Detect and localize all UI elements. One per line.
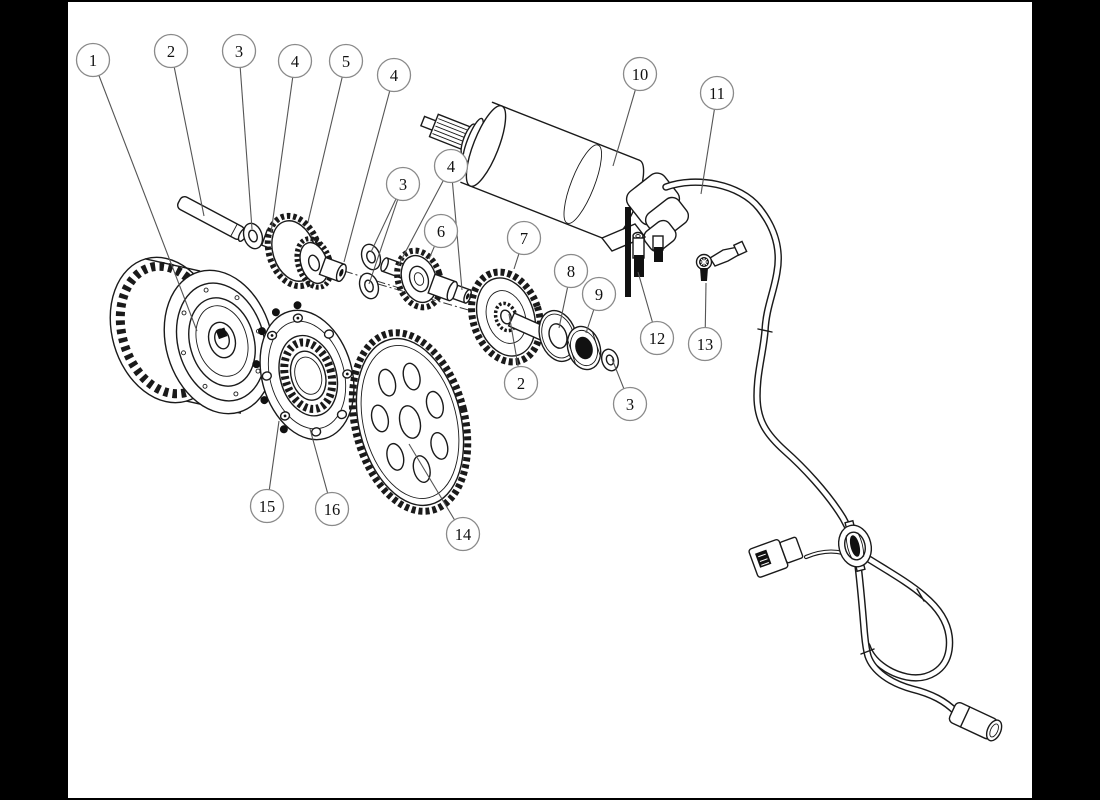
callout-balloon-3: 3 (385, 166, 421, 202)
callout-number: 9 (595, 285, 603, 304)
callout-number: 16 (324, 500, 341, 519)
callout-number: 4 (291, 52, 299, 71)
callout-balloon-1: 1 (75, 42, 111, 78)
flange-bolts (261, 313, 353, 437)
idler-collar (452, 284, 472, 304)
leader-line-2 (170, 50, 205, 217)
clutch-studs (252, 301, 302, 434)
callout-balloon-16: 16 (314, 491, 350, 527)
callout-number: 10 (632, 65, 649, 84)
callout-balloon-9: 9 (581, 276, 617, 312)
callout-number: 3 (626, 395, 634, 414)
leader-line-5 (307, 60, 347, 223)
idler-gear-assembly (380, 247, 472, 311)
leader-line-4 (397, 165, 452, 267)
motor-terminal-posts (632, 235, 664, 277)
callout-number: 7 (520, 229, 528, 248)
flywheel-rotor (109, 256, 275, 415)
starter-motor (419, 101, 645, 242)
callout-number: 11 (709, 84, 725, 103)
starter-driven-gear (348, 329, 472, 515)
leader-line-4 (343, 74, 395, 263)
callout-number: 14 (455, 525, 472, 544)
callout-balloon-8: 8 (553, 253, 589, 289)
callout-balloon-4: 4 (433, 148, 469, 184)
callout-balloon-10: 10 (622, 56, 658, 92)
cable-end-boot (948, 701, 1003, 742)
dowel-pin (176, 195, 248, 242)
cable-grommet (837, 519, 873, 573)
leader-line-1 (92, 59, 198, 332)
leader-line-14 (408, 443, 464, 535)
callout-balloon-2: 2 (153, 33, 189, 69)
callout-balloon-7: 7 (506, 220, 542, 256)
one-way-clutch (278, 334, 339, 417)
callout-balloon-12: 12 (639, 320, 675, 356)
leader-line-3 (238, 50, 253, 230)
flange-nut (566, 325, 602, 371)
gear-hub-collar (318, 256, 347, 283)
callout-number: 3 (235, 42, 243, 61)
callout-number: 1 (89, 51, 97, 70)
lock-washer (600, 348, 620, 372)
callout-number: 12 (649, 329, 666, 348)
callout-balloon-6: 6 (423, 213, 459, 249)
callout-number: 2 (517, 374, 525, 393)
leader-line-4 (270, 60, 296, 234)
washer-upper (360, 243, 382, 271)
thrust-washer (242, 222, 264, 250)
double-reduction-gear (264, 212, 347, 290)
reduction-gear (468, 268, 551, 366)
callout-number: 6 (437, 222, 445, 241)
callout-balloon-11: 11 (699, 75, 735, 111)
brush-rod (625, 207, 631, 297)
callout-balloon-14: 14 (445, 516, 481, 552)
callout-balloon-15: 15 (249, 488, 285, 524)
callout-balloon-4: 4 (277, 43, 313, 79)
cable-connector (748, 536, 804, 578)
callout-number: 4 (447, 157, 455, 176)
cable-sleeve-junctions (757, 328, 925, 655)
callout-number: 2 (167, 42, 175, 61)
callout-number: 8 (567, 262, 575, 281)
callout-balloon-4: 4 (376, 57, 412, 93)
callout-number: 15 (259, 497, 276, 516)
callout-number: 3 (399, 175, 407, 194)
callout-number: 5 (342, 52, 350, 71)
callout-balloon-3: 3 (221, 33, 257, 69)
callout-number: 4 (390, 66, 398, 85)
starter-clutch-flange (252, 301, 355, 441)
motor-front-face (465, 105, 507, 187)
callout-balloon-2: 2 (503, 365, 539, 401)
callout-balloon-5: 5 (328, 43, 364, 79)
leader-line-3 (368, 183, 404, 285)
terminal-bolt (695, 240, 748, 281)
callout-balloon-13: 13 (687, 326, 723, 362)
washer-lower (358, 272, 380, 300)
callout-balloon-3: 3 (612, 386, 648, 422)
starter-cable (662, 178, 1003, 742)
flywheel-keyway (215, 327, 228, 340)
callout-number: 13 (697, 335, 714, 354)
